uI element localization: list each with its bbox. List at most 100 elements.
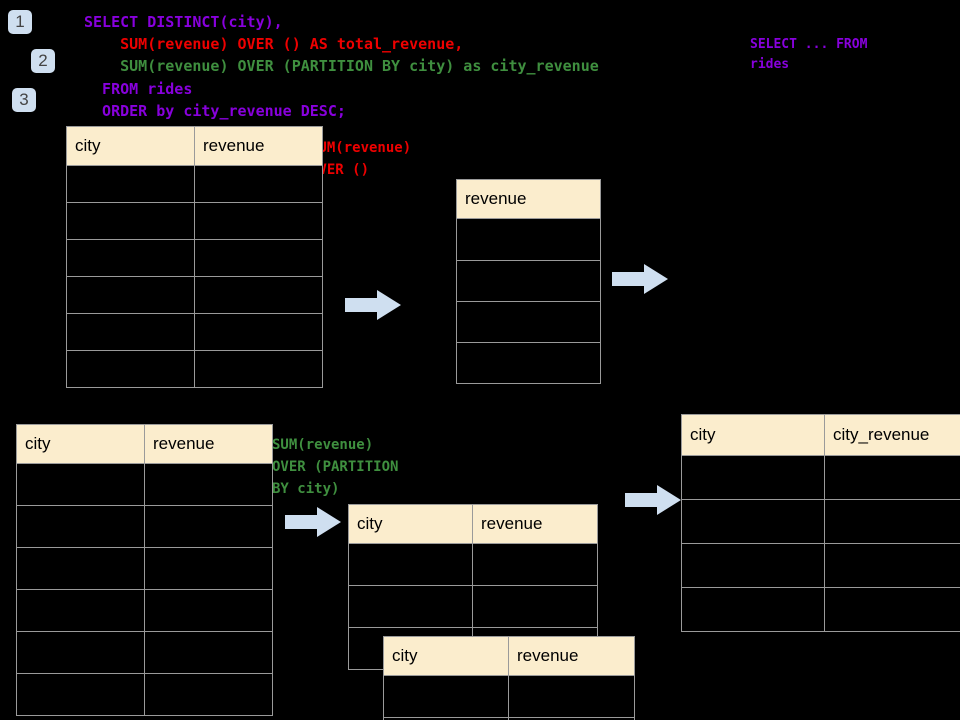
table-cell xyxy=(66,313,195,351)
table-cell xyxy=(144,547,273,590)
table-row xyxy=(16,547,273,590)
table-row xyxy=(348,585,598,628)
table-row xyxy=(66,350,323,388)
table-cell xyxy=(16,673,145,716)
table-cell xyxy=(472,543,598,586)
arrow-bottom-left xyxy=(285,507,341,537)
arrow-top-right xyxy=(612,264,668,294)
table-header-row: city revenue xyxy=(66,126,323,166)
table-cell xyxy=(144,631,273,674)
table-result: city city_revenue xyxy=(681,414,960,632)
table-cell xyxy=(144,505,273,548)
table-cell xyxy=(508,675,635,718)
arrow-bottom-right xyxy=(625,485,681,515)
step-badge-3: 3 xyxy=(12,88,36,112)
table-cell xyxy=(194,165,323,203)
table-total-revenue: revenue xyxy=(456,179,601,384)
table-row xyxy=(456,301,601,343)
table-cell xyxy=(383,675,509,718)
table-cell xyxy=(16,505,145,548)
table-cell xyxy=(194,276,323,314)
table-row xyxy=(16,673,273,716)
table-cell xyxy=(66,202,195,240)
table-cell xyxy=(681,543,825,588)
table-cell xyxy=(16,631,145,674)
table-cell xyxy=(824,455,960,500)
table-header-row: city city_revenue xyxy=(681,414,960,456)
column-header-city-revenue: city_revenue xyxy=(824,414,960,456)
column-header-revenue: revenue xyxy=(456,179,601,219)
annotation-select-from: SELECT ... FROM rides xyxy=(750,37,868,72)
column-header-revenue: revenue xyxy=(144,424,273,464)
table-row xyxy=(66,239,323,277)
column-header-city: city xyxy=(66,126,195,166)
column-header-city: city xyxy=(383,636,509,676)
table-cell xyxy=(194,313,323,351)
column-header-revenue: revenue xyxy=(472,504,598,544)
table-cell xyxy=(456,342,601,384)
table-row xyxy=(456,218,601,261)
table-source-bottom: city revenue xyxy=(16,424,273,716)
step-badge-2: 2 xyxy=(31,49,55,73)
sql-line-from: FROM rides xyxy=(84,80,193,98)
table-cell xyxy=(824,543,960,588)
table-row xyxy=(16,631,273,674)
table-row xyxy=(66,202,323,240)
table-cell xyxy=(456,301,601,343)
table-row xyxy=(66,276,323,314)
table-cell xyxy=(194,350,323,388)
table-header-row: revenue xyxy=(456,179,601,219)
table-row xyxy=(456,260,601,302)
table-cell xyxy=(144,463,273,506)
table-cell xyxy=(16,547,145,590)
table-cell xyxy=(194,239,323,277)
table-cell xyxy=(66,239,195,277)
table-row xyxy=(681,587,960,632)
table-cell xyxy=(66,350,195,388)
table-cell xyxy=(348,585,473,628)
table-row xyxy=(16,589,273,632)
table-row xyxy=(16,463,273,506)
table-cell xyxy=(456,218,601,261)
table-header-row: city revenue xyxy=(348,504,598,544)
table-row xyxy=(383,675,635,718)
sql-line-sum-over-total: SUM(revenue) OVER () AS total_revenue, xyxy=(84,35,464,53)
table-cell xyxy=(144,589,273,632)
sql-line-select-distinct: SELECT DISTINCT(city), xyxy=(84,13,283,31)
table-cell xyxy=(456,260,601,302)
column-header-revenue: revenue xyxy=(194,126,323,166)
table-cell xyxy=(472,585,598,628)
sql-line-order-by: ORDER by city_revenue DESC; xyxy=(84,102,346,120)
table-cell xyxy=(508,717,635,720)
table-cell xyxy=(16,589,145,632)
column-header-city: city xyxy=(348,504,473,544)
step-badge-1: 1 xyxy=(8,10,32,34)
table-header-row: city revenue xyxy=(16,424,273,464)
table-source-top: city revenue xyxy=(66,126,323,388)
table-cell xyxy=(66,165,195,203)
table-cell xyxy=(681,499,825,544)
table-partition-front: city revenue xyxy=(383,636,635,720)
table-cell xyxy=(194,202,323,240)
annotation-sum-over-partition: SUM(revenue) OVER (PARTITION BY city) xyxy=(272,437,399,497)
table-row xyxy=(456,342,601,384)
column-header-revenue: revenue xyxy=(508,636,635,676)
arrow-top-left xyxy=(345,290,401,320)
table-row xyxy=(681,543,960,588)
table-row xyxy=(681,499,960,544)
column-header-city: city xyxy=(16,424,145,464)
table-cell xyxy=(66,276,195,314)
table-row xyxy=(16,505,273,548)
table-header-row: city revenue xyxy=(383,636,635,676)
table-cell xyxy=(348,543,473,586)
table-cell xyxy=(144,673,273,716)
table-row xyxy=(348,543,598,586)
table-cell xyxy=(16,463,145,506)
column-header-city: city xyxy=(681,414,825,456)
table-cell xyxy=(824,587,960,632)
table-cell xyxy=(681,587,825,632)
table-row xyxy=(66,165,323,203)
table-cell xyxy=(824,499,960,544)
sql-line-sum-over-partition: SUM(revenue) OVER (PARTITION BY city) as… xyxy=(84,57,599,75)
